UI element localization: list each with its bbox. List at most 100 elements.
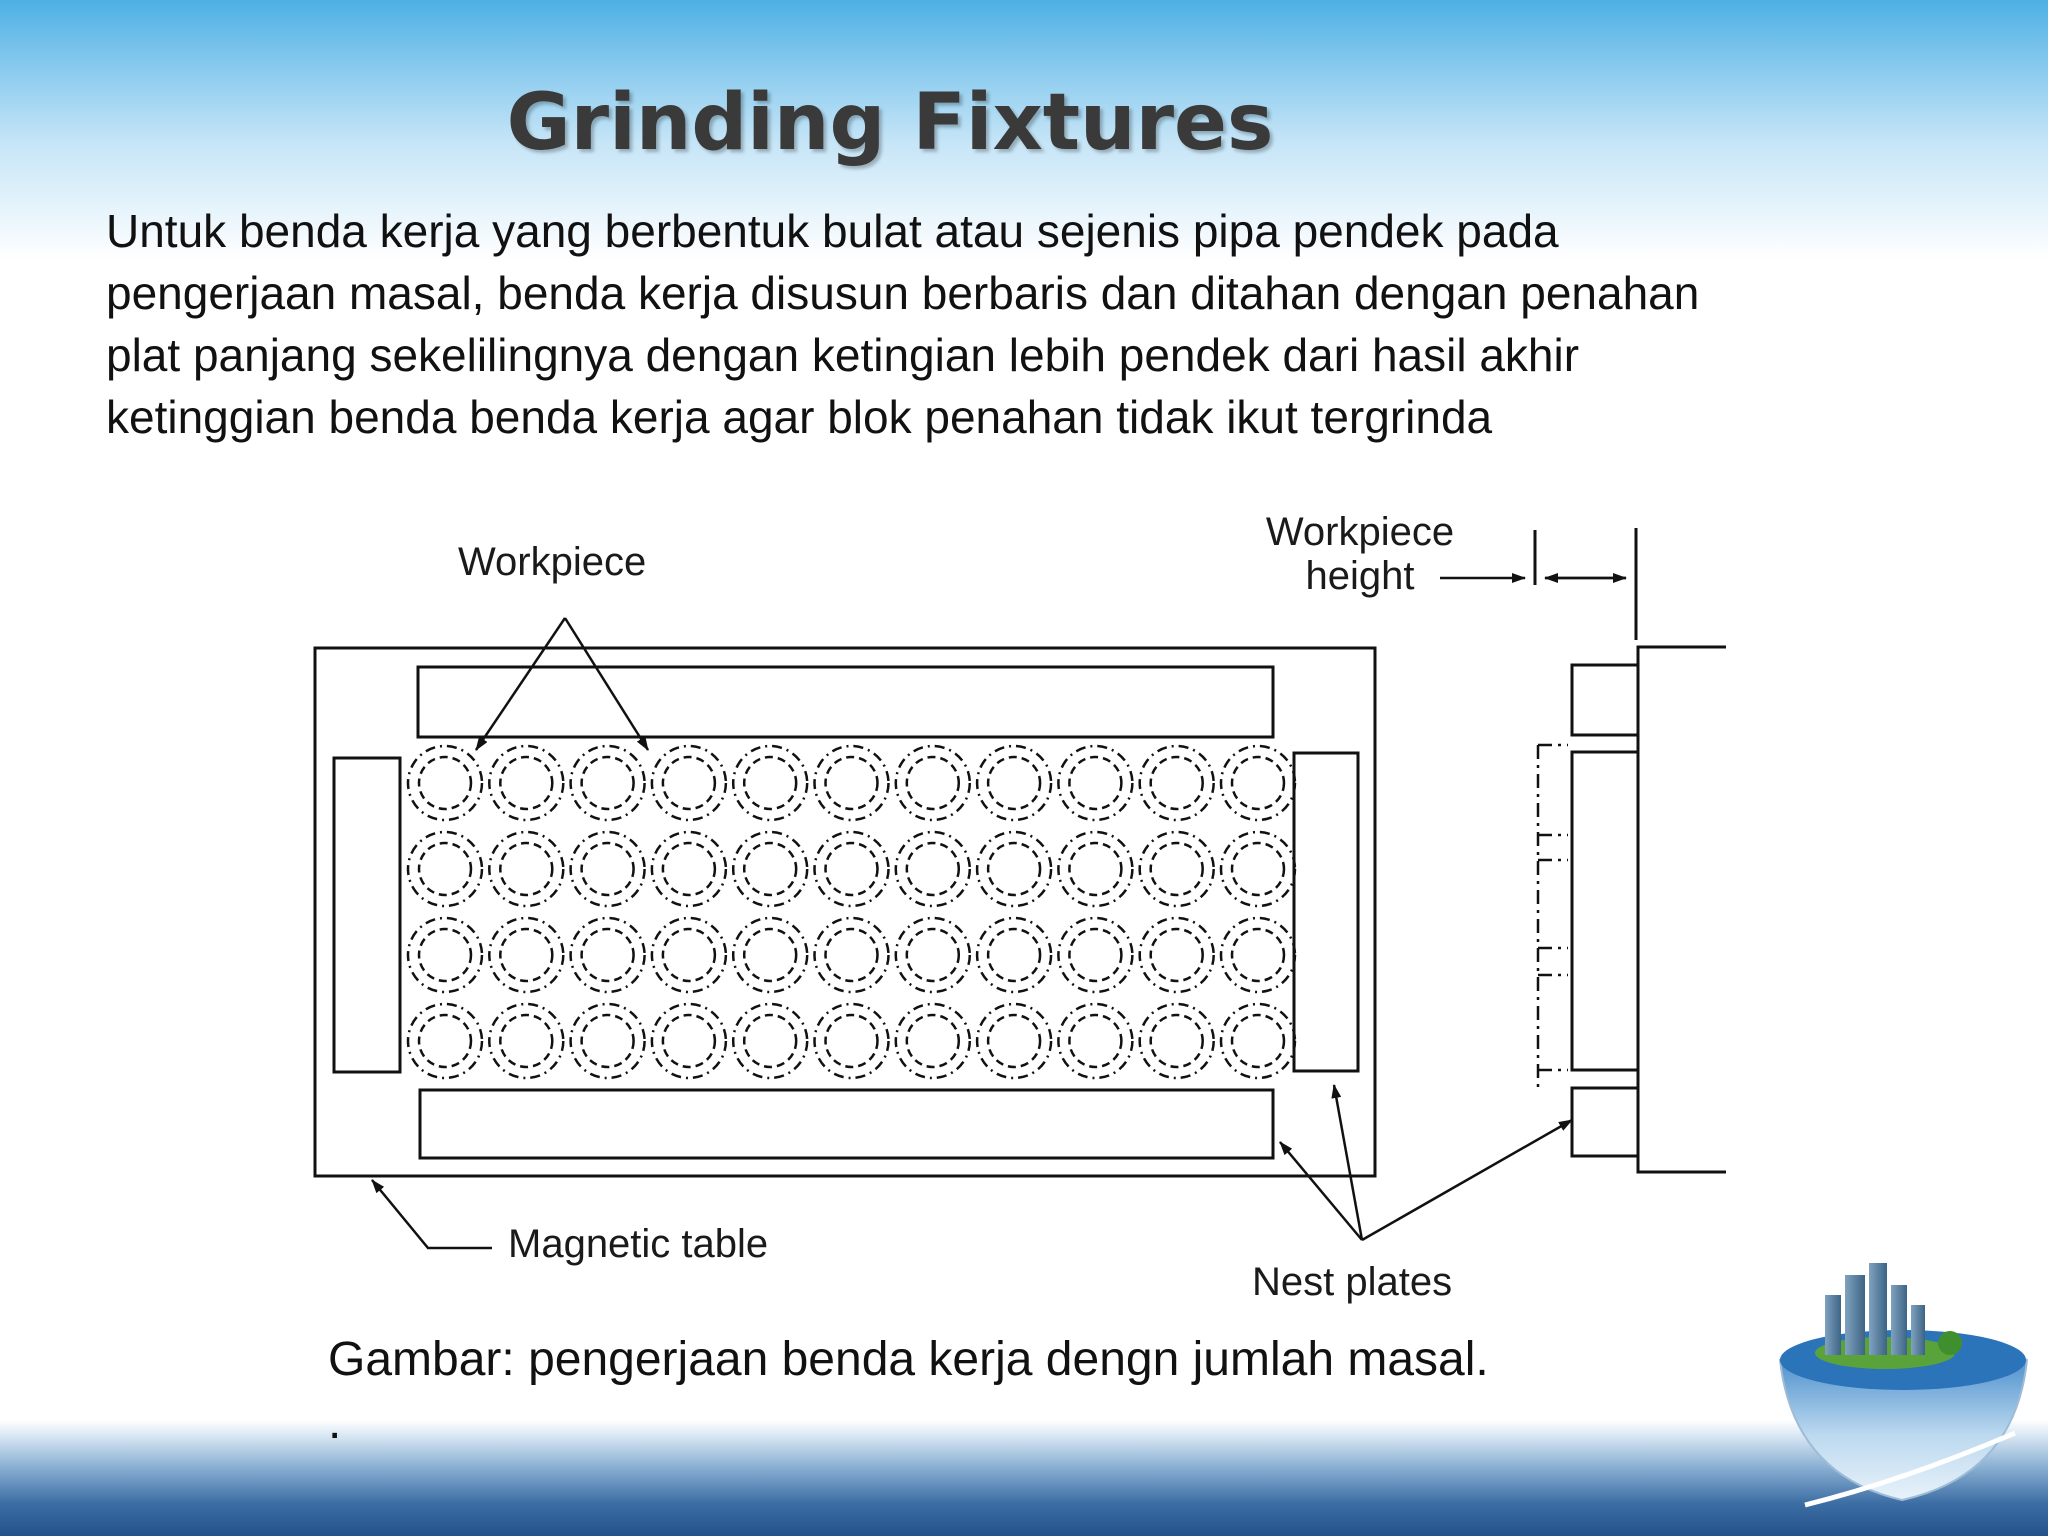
workpiece [1230, 927, 1286, 983]
workpiece [894, 916, 972, 994]
workpiece [1219, 830, 1297, 908]
footer-wave [0, 1420, 2048, 1536]
workpiece [499, 1013, 554, 1069]
workpiece [1138, 830, 1215, 908]
nest-plate-bottom [418, 1088, 1275, 1160]
workpiece [824, 1013, 879, 1069]
workpiece-height-label-line: height [1305, 554, 1415, 598]
nest-plates-label: Nest plates [1252, 1260, 1453, 1304]
workpiece [488, 916, 565, 994]
workpiece-arrow [563, 617, 650, 751]
nest-plate-arrow [1361, 1118, 1573, 1242]
workpiece [1057, 744, 1134, 822]
workpiece [1068, 841, 1123, 897]
workpiece [813, 744, 890, 822]
workpiece [417, 927, 473, 983]
workpiece [975, 830, 1053, 908]
workpiece [406, 916, 484, 994]
workpiece [488, 744, 565, 822]
workpiece [986, 841, 1042, 897]
nest-plate-top [416, 665, 1275, 739]
body-line: pengerjaan masal, benda kerja disusun be… [106, 267, 1700, 319]
workpiece [650, 916, 728, 994]
nest-plate-arrow [1279, 1141, 1363, 1241]
workpiece [417, 1013, 473, 1069]
workpiece-arrow [474, 617, 567, 751]
workpiece [1057, 1002, 1134, 1080]
workpiece [894, 1002, 972, 1080]
workpiece [488, 830, 565, 908]
workpiece [488, 1002, 565, 1080]
workpiece-height-label: Workpiece height [1250, 510, 1470, 598]
workpiece [661, 927, 717, 983]
workpiece [580, 1013, 635, 1069]
workpiece [661, 755, 717, 811]
nest-plate-arrow [1331, 1084, 1364, 1241]
workpiece [986, 755, 1042, 811]
workpiece [742, 927, 798, 983]
workpiece [731, 1002, 809, 1080]
workpiece [731, 830, 809, 908]
body-line: Untuk benda kerja yang berbentuk bulat a… [106, 205, 1559, 257]
workpiece [905, 1013, 961, 1069]
workpiece [894, 744, 972, 822]
workpiece [650, 1002, 728, 1080]
side-workpiece [1570, 750, 1640, 1072]
fixture-diagram: Workpiece Workpiece height Magnetic tabl… [300, 500, 1750, 1330]
workpiece [894, 830, 972, 908]
side-plate-top [1570, 663, 1640, 737]
workpiece [1068, 927, 1123, 983]
workpiece [742, 755, 798, 811]
workpiece [569, 1002, 646, 1080]
workpiece [742, 1013, 798, 1069]
workpiece-height-label-line: Workpiece [1265, 510, 1455, 554]
workpiece [731, 744, 809, 822]
workpiece [499, 927, 554, 983]
nest-plate-right [1292, 751, 1360, 1073]
workpiece [569, 744, 646, 822]
workpiece [1149, 841, 1204, 897]
workpiece [1138, 1002, 1215, 1080]
workpiece [499, 841, 554, 897]
workpiece [975, 916, 1053, 994]
side-view-table [1636, 645, 1726, 1174]
globe-city-icon [1778, 1263, 2029, 1508]
side-plate-bottom [1570, 1086, 1640, 1158]
workpiece [905, 927, 961, 983]
workpiece [406, 830, 484, 908]
workpiece [569, 916, 646, 994]
workpiece [580, 755, 635, 811]
workpiece [1230, 755, 1286, 811]
workpiece [406, 1002, 484, 1080]
body-paragraph: Untuk benda kerja yang berbentuk bulat a… [106, 200, 1946, 448]
header-gradient [0, 0, 2048, 260]
workpiece [1219, 744, 1297, 822]
workpiece [1219, 1002, 1297, 1080]
workpiece [1057, 916, 1134, 994]
workpiece [975, 744, 1053, 822]
workpiece [1149, 1013, 1204, 1069]
workpiece [569, 830, 646, 908]
workpiece-grid [406, 744, 1297, 1080]
workpiece [813, 1002, 890, 1080]
workpiece [661, 841, 717, 897]
workpiece [1149, 927, 1204, 983]
workpiece [499, 755, 554, 811]
workpiece [1149, 755, 1204, 811]
workpiece [975, 1002, 1053, 1080]
slide-title: Grinding Fixtures [506, 78, 1274, 168]
workpiece [905, 841, 961, 897]
workpiece [986, 1013, 1042, 1069]
workpiece-label: Workpiece [458, 540, 647, 584]
workpiece [731, 916, 809, 994]
workpiece [417, 755, 473, 811]
workpiece [1057, 830, 1134, 908]
workpiece [1138, 916, 1215, 994]
workpiece [650, 744, 728, 822]
workpiece [417, 841, 473, 897]
body-line: ketinggian benda benda kerja agar blok p… [106, 391, 1493, 443]
body-line: plat panjang sekelilingnya dengan keting… [106, 329, 1580, 381]
magnetic-table [313, 646, 1377, 1178]
workpiece [986, 927, 1042, 983]
